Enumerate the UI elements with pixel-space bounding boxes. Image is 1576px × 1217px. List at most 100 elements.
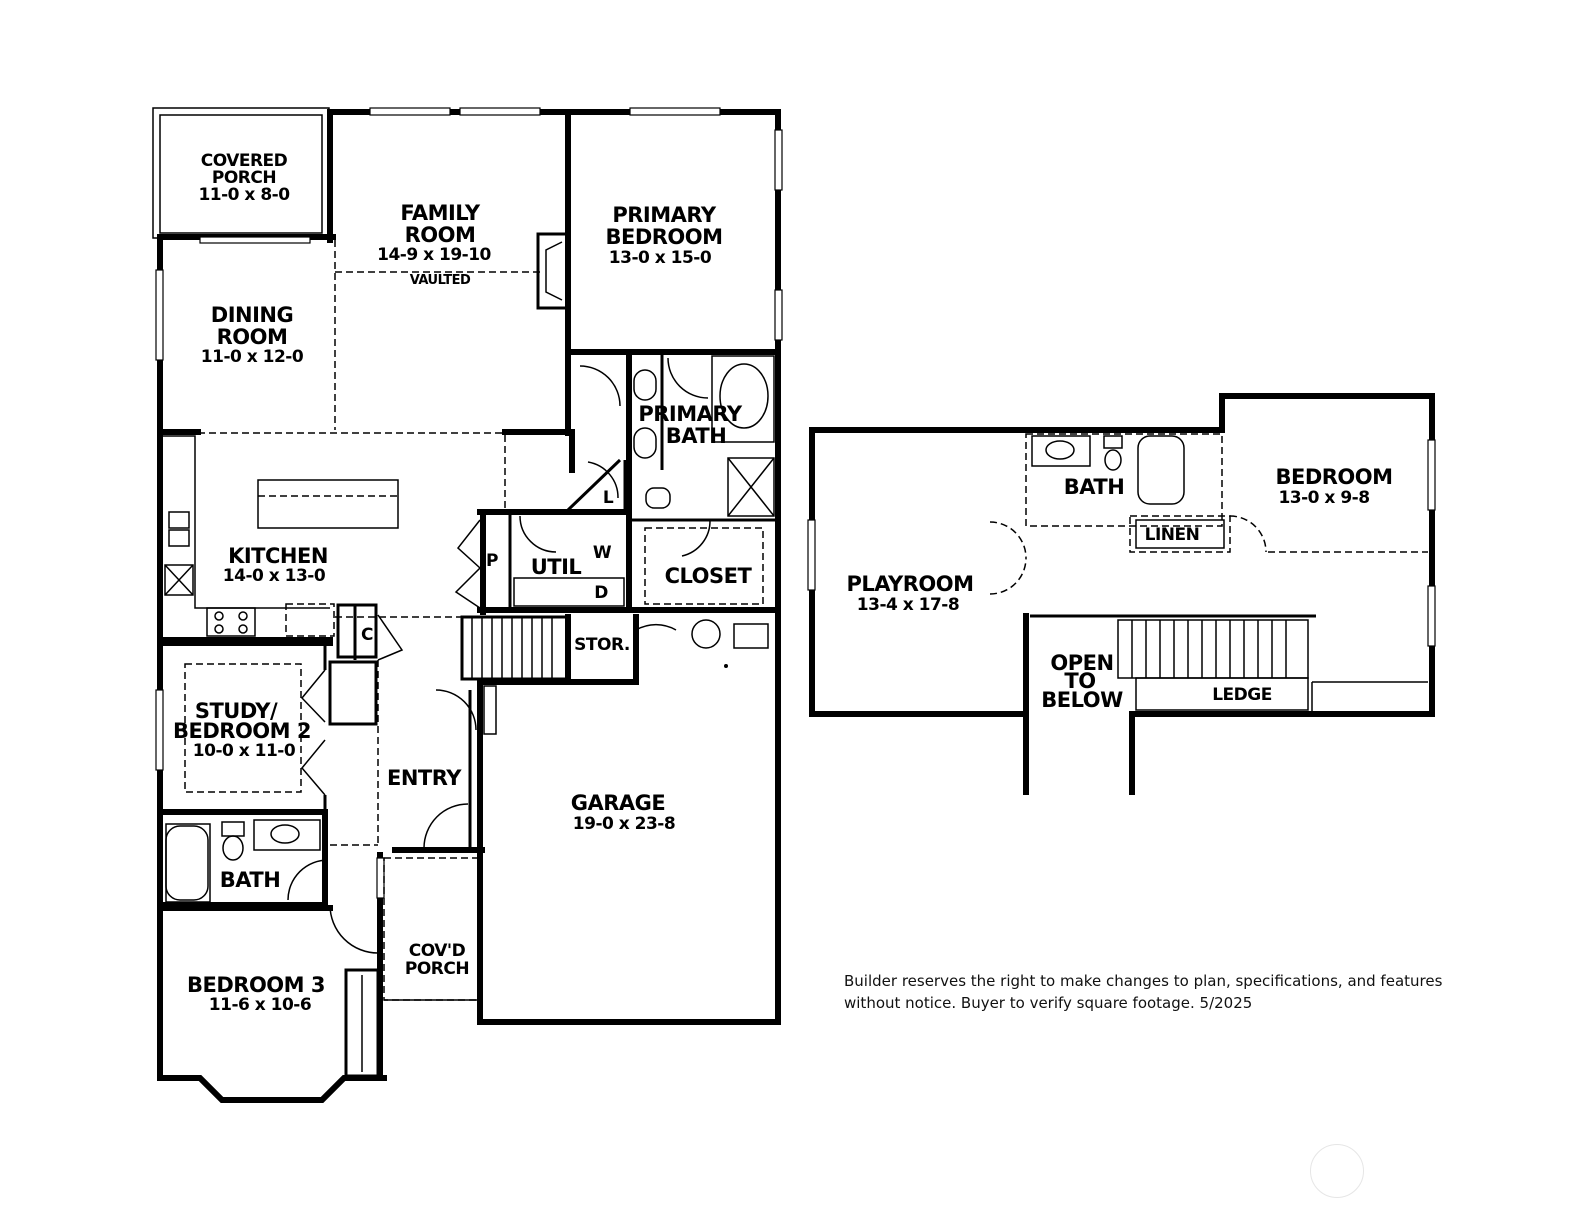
burner [238, 624, 248, 634]
kitchen-counter [163, 435, 330, 609]
disclaimer-line: Builder reserves the right to make chang… [844, 972, 1443, 990]
primary-bedroom-label: PRIMARY [612, 203, 717, 227]
upper-bedroom-size: 13-0 x 9-8 [1278, 488, 1369, 508]
coat-closet-label: C [361, 625, 373, 645]
study-label: STUDY/ [195, 699, 278, 723]
vanity-sink [633, 369, 657, 401]
covered-porch-inner [159, 114, 323, 234]
stove [206, 607, 256, 637]
upper-floor-plan [807, 393, 1436, 795]
window [376, 857, 385, 899]
upper-stairs [1117, 619, 1309, 679]
study-label: BEDROOM 2 [173, 719, 311, 743]
furnace [733, 623, 769, 649]
primary-tub-box [711, 355, 775, 443]
kitchen-size: 14-0 x 13-0 [223, 566, 326, 586]
primary-tub [719, 363, 769, 429]
disclaimer-note: Builder reserves the right to make chang… [844, 970, 1504, 1014]
covd-porch-label: PORCH [405, 959, 469, 979]
upper-tub [1137, 435, 1185, 505]
sink [168, 529, 190, 547]
covered-porch-label: PORCH [212, 168, 276, 188]
bedroom3-size: 11-6 x 10-6 [209, 995, 311, 1015]
dryer-label: D [594, 583, 608, 603]
fridge [164, 564, 194, 596]
upper-bath-label: BATH [1064, 475, 1125, 499]
upper-vanity [1031, 435, 1091, 467]
upper-sink [1045, 440, 1075, 460]
open-to-below-label: OPEN [1050, 651, 1113, 675]
burner [214, 624, 224, 634]
tub-box [165, 823, 211, 903]
kitchen-label: KITCHEN [228, 544, 328, 568]
burner [214, 611, 224, 621]
dining-room-size: 11-0 x 12-0 [201, 347, 304, 367]
washer-dryer [513, 577, 625, 607]
upper-toilet [1103, 435, 1123, 449]
family-room-size: 14-9 x 19-10 [377, 245, 491, 265]
door-swing [423, 803, 469, 849]
open-to-below-label: BELOW [1041, 688, 1123, 712]
burner [238, 611, 248, 621]
toilet [645, 487, 671, 509]
door-swing [435, 689, 477, 731]
family-room-vaulted: VAULTED [410, 273, 471, 288]
garage-door-frame [483, 685, 497, 735]
room-labels: COVERED PORCH 11-0 x 8-0 FAMILY ROOM 14-… [173, 151, 1393, 1015]
sink [168, 511, 190, 529]
door-swing [989, 557, 1027, 595]
primary-bedroom-size: 13-0 x 15-0 [609, 248, 712, 268]
window [807, 519, 816, 591]
toilet-bowl [222, 835, 244, 861]
upper-toilet-bowl [1104, 449, 1122, 471]
window [774, 289, 783, 341]
laundry-diag [566, 458, 622, 512]
upper-exterior-wall [809, 393, 1435, 717]
bath-label: BATH [220, 868, 281, 892]
study-rug [184, 663, 302, 793]
bedroom3-label: BEDROOM 3 [187, 973, 325, 997]
linen-inner [1135, 519, 1225, 549]
dishwasher [285, 603, 335, 637]
linen-label: LINEN [1145, 525, 1200, 545]
garage-size: 19-0 x 23-8 [573, 814, 675, 834]
vanity-sink [633, 427, 657, 459]
door-swing [519, 515, 557, 553]
window [1427, 439, 1436, 511]
primary-bedroom-label: BEDROOM [605, 225, 722, 249]
window [199, 236, 311, 244]
study-door [301, 739, 326, 796]
door-swing [1229, 515, 1267, 553]
dining-room-label: ROOM [217, 325, 288, 349]
washer-label: W [593, 543, 612, 563]
pantry-door [454, 519, 482, 609]
toilet [221, 821, 245, 837]
playroom-label: PLAYROOM [847, 572, 974, 596]
coat-closet [336, 603, 378, 659]
util-label: UTIL [531, 555, 582, 579]
fireplace-inner [545, 241, 563, 301]
bedroom3-wall [157, 905, 387, 1103]
family-room-label: ROOM [405, 223, 476, 247]
family-room-label: FAMILY [400, 201, 481, 225]
open-to-below-label: TO [1064, 669, 1095, 693]
watermark-logo [1310, 1144, 1364, 1198]
primary-bath-label: PRIMARY [638, 402, 743, 426]
hall-closet [328, 660, 378, 726]
ledge-label: LEDGE [1212, 685, 1272, 705]
closet-label: CLOSET [665, 564, 753, 588]
coat-door [377, 614, 404, 661]
closet-outline [644, 527, 764, 605]
linen-closet [1129, 515, 1231, 553]
dining-room-label: DINING [211, 303, 293, 327]
fridge-x [164, 564, 194, 596]
upper-bath-outline [1025, 433, 1223, 527]
upper-bedroom-label: BEDROOM [1275, 465, 1392, 489]
pantry-label: P [486, 551, 498, 571]
main-exterior-wall [327, 109, 781, 613]
door-swing [579, 365, 621, 407]
window [155, 689, 164, 771]
covered-porch-size: 11-0 x 8-0 [198, 185, 290, 205]
window [459, 107, 541, 116]
